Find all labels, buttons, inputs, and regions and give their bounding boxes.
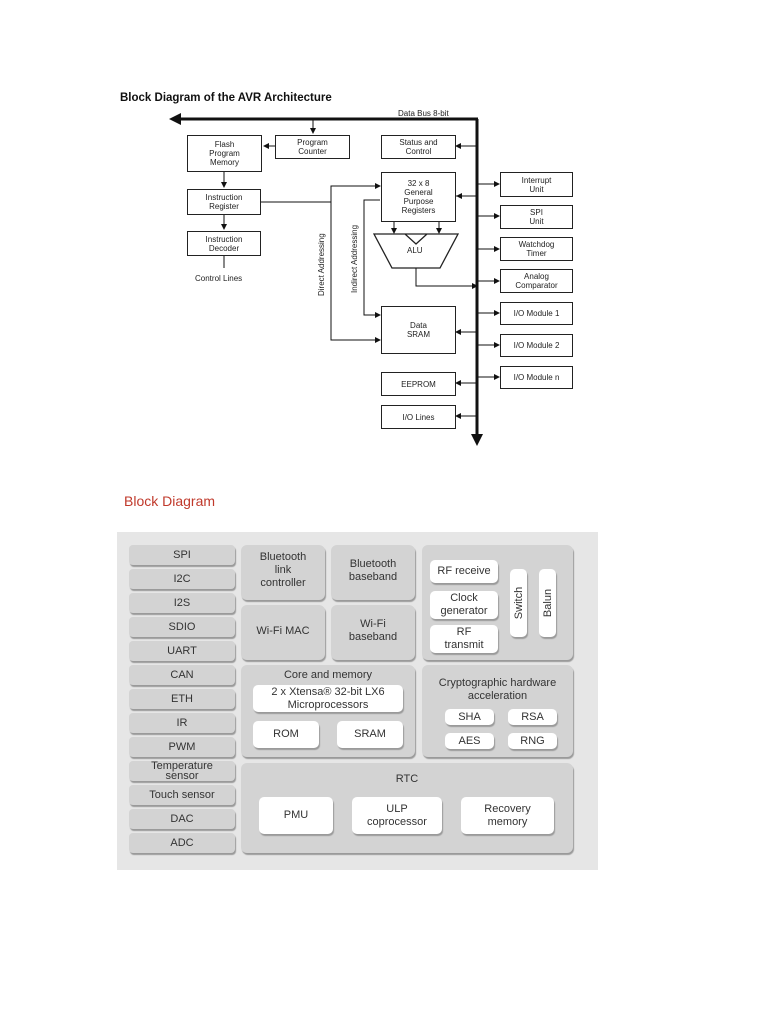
- peripheral-temperature-sensor: Temperature sensor: [129, 761, 235, 782]
- avr-connectors: [169, 113, 500, 446]
- peripheral-i2c: I2C: [129, 569, 235, 589]
- data-bus-label: Data Bus 8-bit: [398, 109, 449, 118]
- bluetooth-baseband-label: Bluetooth baseband: [348, 558, 398, 583]
- crypto-label: Cryptographic hardware acceleration: [438, 677, 557, 702]
- rom-block: ROM: [253, 721, 319, 748]
- bluetooth-link-controller-label: Bluetooth link controller: [259, 551, 307, 589]
- avr-diagram-title: Block Diagram of the AVR Architecture: [120, 92, 332, 104]
- bluetooth-baseband-block: Bluetooth baseband: [331, 545, 415, 600]
- program-counter-block: Program Counter: [275, 135, 350, 159]
- flash-program-memory-block: Flash Program Memory: [187, 135, 262, 172]
- rtc-label: RTC: [395, 773, 419, 785]
- instruction-decoder-block: Instruction Decoder: [187, 231, 261, 256]
- peripheral-spi: SPI: [129, 545, 235, 565]
- switch-label: Switch: [512, 586, 525, 620]
- sha-block: SHA: [445, 709, 494, 725]
- io-module-2-block: I/O Module 2: [500, 334, 573, 357]
- esp-diagram-title: Block Diagram: [124, 493, 216, 509]
- direct-addressing-label: Direct Addressing: [317, 233, 326, 296]
- peripheral-can: CAN: [129, 665, 235, 685]
- wifi-baseband-label: Wi-Fi baseband: [348, 618, 398, 643]
- bluetooth-link-controller-block: Bluetooth link controller: [241, 545, 325, 600]
- instruction-register-block: Instruction Register: [187, 189, 261, 215]
- wifi-baseband-block: Wi-Fi baseband: [331, 605, 415, 660]
- interrupt-unit-block: Interrupt Unit: [500, 172, 573, 197]
- indirect-addressing-label: Indirect Addressing: [350, 224, 359, 293]
- sram-block: SRAM: [337, 721, 403, 748]
- rf-receive-block: RF receive: [430, 560, 498, 583]
- rsa-block: RSA: [508, 709, 557, 725]
- analog-comparator-block: Analog Comparator: [500, 269, 573, 293]
- data-sram-block: Data SRAM: [381, 306, 456, 354]
- spi-unit-block: SPI Unit: [500, 205, 573, 229]
- rng-block: RNG: [508, 733, 557, 749]
- general-purpose-registers-block: 32 x 8 General Purpose Registers: [381, 172, 456, 222]
- status-control-block: Status and Control: [381, 135, 456, 159]
- peripheral-dac: DAC: [129, 809, 235, 829]
- peripheral-uart: UART: [129, 641, 235, 661]
- wifi-mac-label: Wi-Fi MAC: [256, 625, 310, 637]
- rf-transmit-block: RF transmit: [430, 625, 498, 653]
- alu-shape: [372, 233, 460, 269]
- microprocessors-block: 2 x Xtensa® 32-bit LX6 Microprocessors: [253, 685, 403, 712]
- core-memory-label: Core and memory: [283, 669, 373, 681]
- balun-block: Balun: [539, 569, 556, 637]
- watchdog-timer-block: Watchdog Timer: [500, 237, 573, 261]
- peripheral-i2s: I2S: [129, 593, 235, 613]
- peripheral-sdio: SDIO: [129, 617, 235, 637]
- peripheral-adc: ADC: [129, 833, 235, 853]
- peripheral-ir: IR: [129, 713, 235, 733]
- io-module-n-block: I/O Module n: [500, 366, 573, 389]
- peripheral-eth: ETH: [129, 689, 235, 709]
- aes-block: AES: [445, 733, 494, 749]
- eeprom-block: EEPROM: [381, 372, 456, 396]
- pmu-block: PMU: [259, 797, 333, 834]
- clock-generator-block: Clock generator: [430, 591, 498, 619]
- io-module-1-block: I/O Module 1: [500, 302, 573, 325]
- io-lines-block: I/O Lines: [381, 405, 456, 429]
- balun-label: Balun: [541, 588, 554, 618]
- wifi-mac-block: Wi-Fi MAC: [241, 605, 325, 660]
- peripheral-touch-sensor: Touch sensor: [129, 785, 235, 805]
- recovery-memory-block: Recovery memory: [461, 797, 554, 834]
- alu-label: ALU: [407, 246, 423, 255]
- peripheral-pwm: PWM: [129, 737, 235, 757]
- control-lines-label: Control Lines: [195, 274, 243, 283]
- ulp-coprocessor-block: ULP coprocessor: [352, 797, 442, 834]
- switch-block: Switch: [510, 569, 527, 637]
